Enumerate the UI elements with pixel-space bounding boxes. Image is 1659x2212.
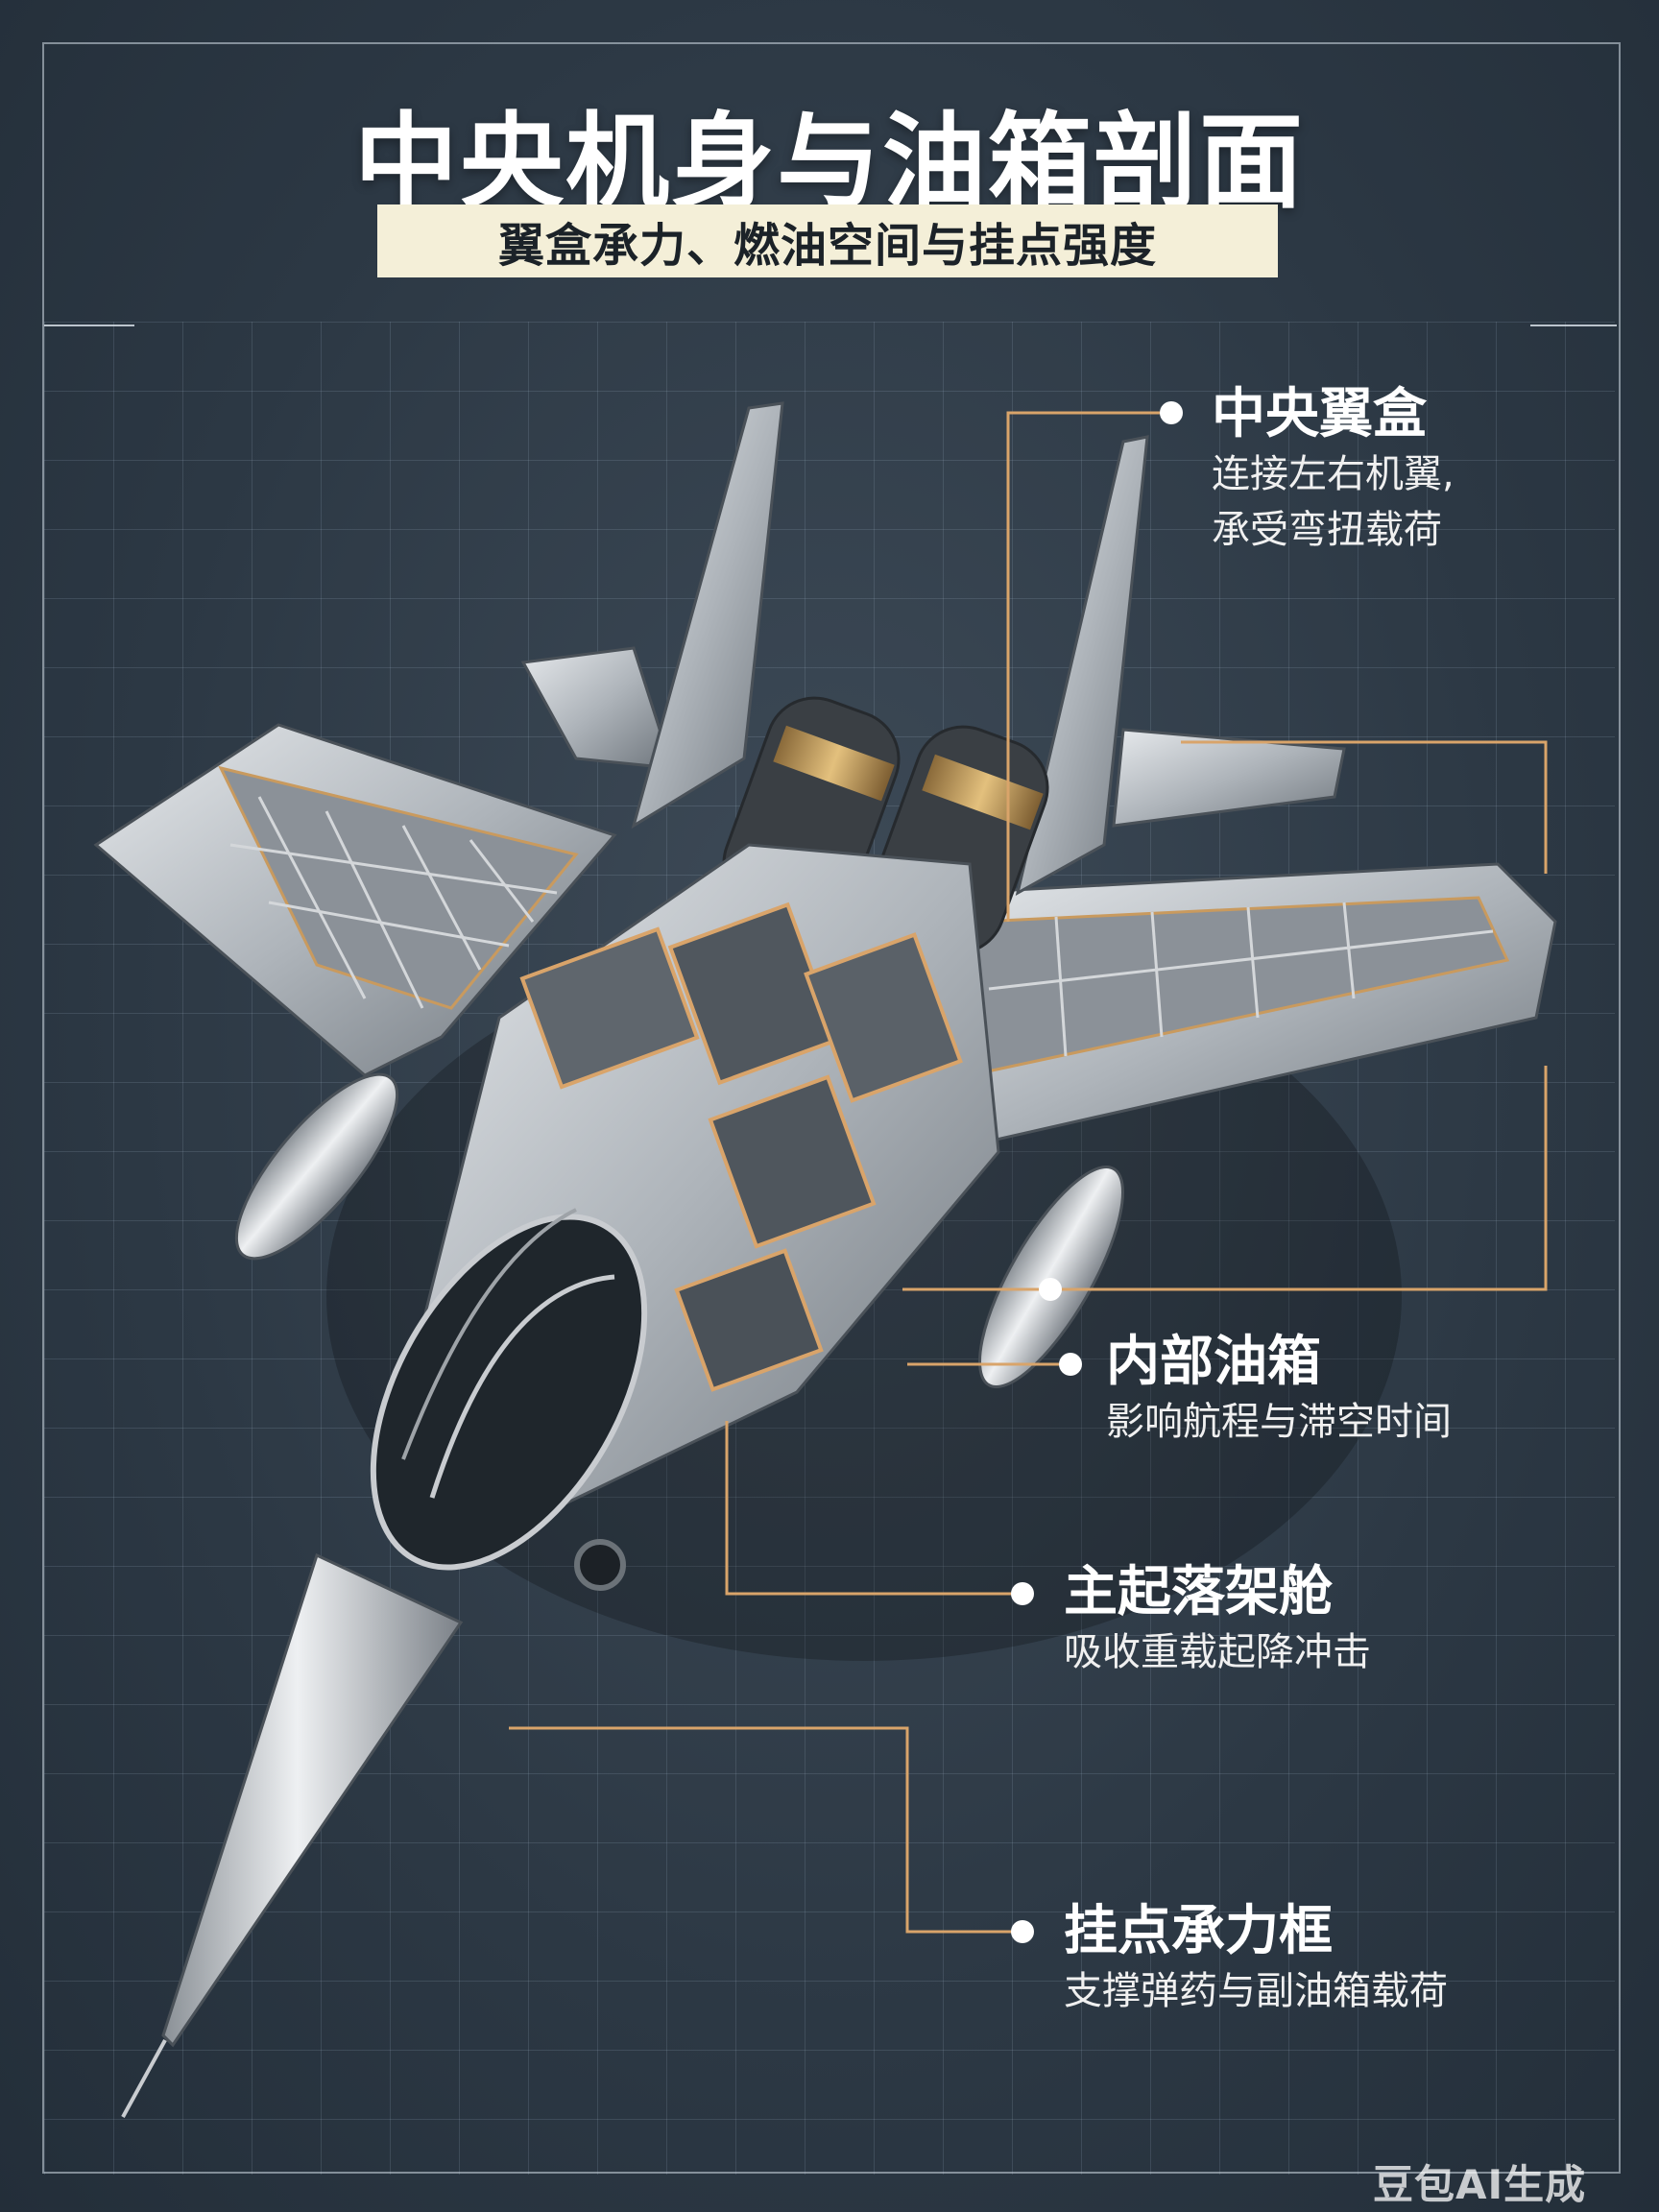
left-vertical-tail	[631, 401, 784, 830]
callout-heading: 中央翼盒	[1212, 383, 1427, 445]
cockpit-canopy	[370, 1208, 648, 1571]
callout-desc: 支撑弹药与副油箱载荷	[1064, 1969, 1448, 2014]
callout-heading: 内部油箱	[1106, 1331, 1321, 1393]
callout-desc: 承受弯扭载荷	[1212, 508, 1442, 553]
subtitle: 翼盒承力、燃油空间与挂点强度	[497, 219, 1157, 273]
watermark: 豆包AI生成	[1373, 2161, 1587, 2208]
nose-cone	[161, 1552, 464, 2048]
divider-right	[1530, 325, 1617, 326]
callout-main-gear-bay: 主起落架舱 吸收重载起降冲击	[1064, 1560, 1371, 1680]
page-title: 中央机身与油箱剖面	[353, 103, 1305, 223]
left-stabilizer	[520, 646, 675, 770]
callout-desc: 连接左右机翼,	[1212, 452, 1455, 497]
callout-center-wing-box: 中央翼盒 连接左右机翼, 承受弯扭载荷	[1212, 382, 1455, 558]
right-vertical-tail	[1015, 435, 1149, 896]
callout-leaders	[509, 411, 1548, 1934]
callout-internal-fuel-tank: 内部油箱 影响航程与滞空时间	[1106, 1330, 1452, 1450]
subtitle-banner: 翼盒承力、燃油空间与挂点强度	[377, 204, 1278, 277]
right-stabilizer	[1112, 728, 1346, 828]
callout-dots	[1011, 401, 1183, 1943]
callout-heading: 挂点承力框	[1064, 1900, 1333, 1962]
callout-desc: 吸收重载起降冲击	[1064, 1630, 1371, 1675]
left-wing	[93, 723, 617, 1077]
landing-gear-wheel	[574, 1539, 626, 1591]
divider-left	[44, 325, 134, 326]
external-tanks	[234, 1072, 1124, 1389]
callout-pylon-load-frame: 挂点承力框 支撑弹药与副油箱载荷	[1064, 1899, 1448, 2019]
pitot-probe	[121, 2039, 167, 2118]
outer-frame	[42, 42, 1621, 2174]
callout-heading: 主起落架舱	[1064, 1561, 1333, 1623]
internal-bays	[519, 902, 963, 1392]
callout-desc: 影响航程与滞空时间	[1106, 1400, 1452, 1445]
